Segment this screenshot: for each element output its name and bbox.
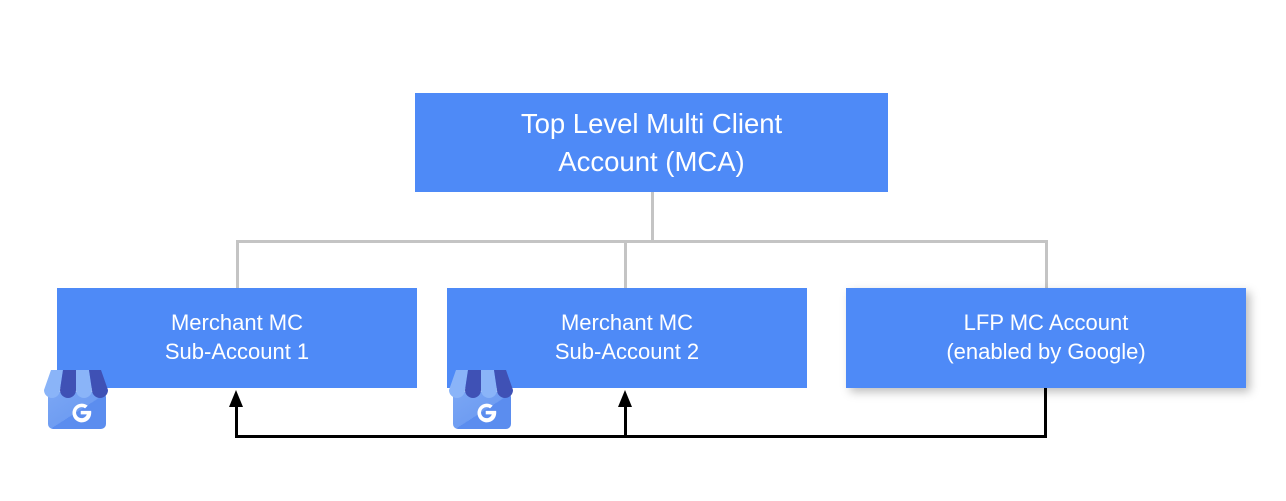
arrowhead-to-sub1	[229, 390, 243, 407]
flow-from-lfp	[1044, 388, 1047, 438]
connector-drop-sub2	[624, 240, 627, 289]
node-merchant-mc-sub-account-1[interactable]: Merchant MC Sub-Account 1	[57, 288, 417, 388]
connector-horizontal-bus	[236, 240, 1048, 243]
connector-mca-stem	[651, 192, 654, 242]
node-merchant-mc-sub-account-2-label: Merchant MC Sub-Account 2	[554, 310, 700, 364]
google-business-profile-icon	[44, 370, 108, 429]
node-merchant-mc-sub-account-1-label: Merchant MC Sub-Account 1	[164, 310, 310, 364]
flow-horizontal-bus	[235, 435, 1047, 438]
google-business-profile-icon	[449, 370, 513, 429]
node-top-level-mca[interactable]: Top Level Multi Client Account (MCA)	[415, 93, 888, 192]
node-merchant-mc-sub-account-2[interactable]: Merchant MC Sub-Account 2	[447, 288, 807, 388]
flow-to-sub2	[624, 400, 627, 437]
arrowhead-to-sub2	[618, 390, 632, 407]
connector-drop-lfp	[1045, 240, 1048, 289]
node-lfp-mc-account[interactable]: LFP MC Account (enabled by Google)	[846, 288, 1246, 388]
node-top-level-mca-label: Top Level Multi Client Account (MCA)	[520, 108, 783, 177]
node-lfp-mc-account-label: LFP MC Account (enabled by Google)	[946, 310, 1146, 364]
flow-to-sub1	[235, 400, 238, 437]
connector-drop-sub1	[236, 240, 239, 289]
